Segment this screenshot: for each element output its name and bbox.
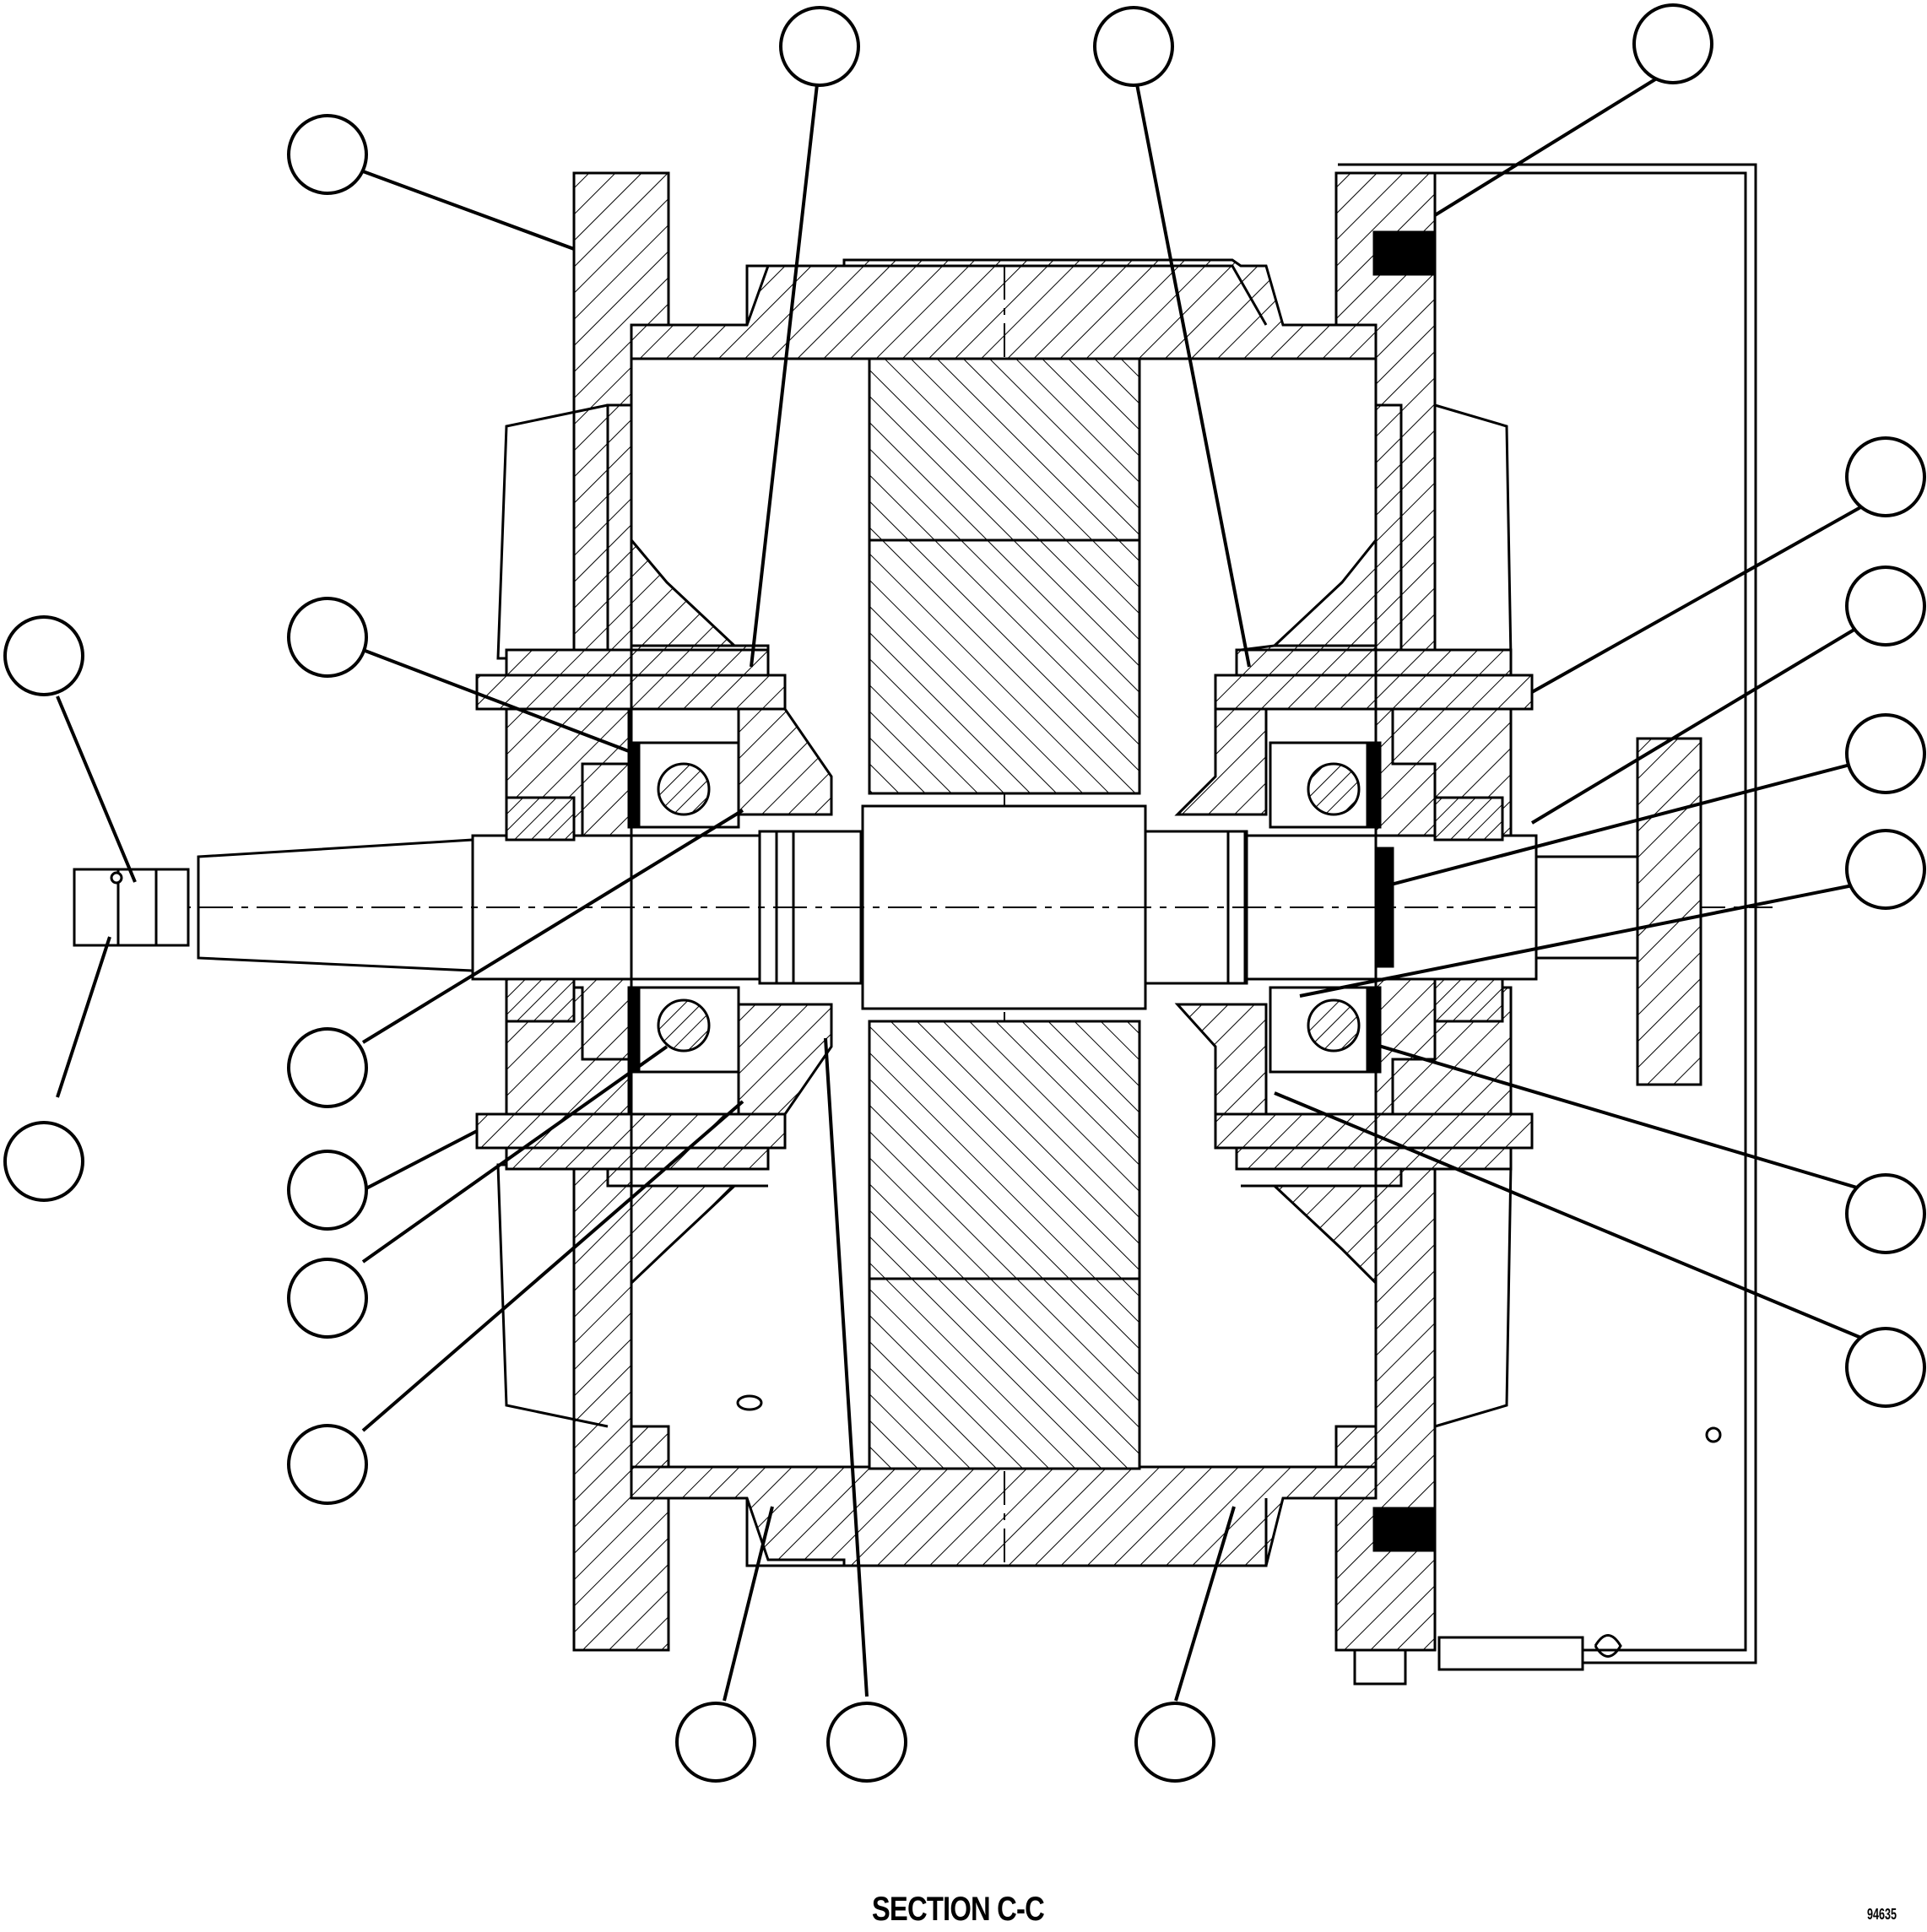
rotor-core-upper xyxy=(868,538,1141,795)
section-label: SECTION C-C xyxy=(871,1891,1045,1928)
callout-balloon xyxy=(779,6,860,87)
callout-balloon xyxy=(1845,829,1926,910)
shaft-taper xyxy=(197,838,474,972)
callout-balloon xyxy=(1632,3,1713,84)
callout-balloon xyxy=(1134,1702,1215,1783)
callout-balloon xyxy=(287,1258,368,1339)
callout-balloon xyxy=(287,114,368,195)
callout-balloon xyxy=(1845,1173,1926,1254)
callout-balloon xyxy=(826,1702,907,1783)
callout-balloon xyxy=(287,597,368,678)
shaft-nut xyxy=(73,868,190,947)
left-bearing-carrier-top xyxy=(737,707,833,816)
callout-balloon xyxy=(1093,6,1174,87)
callout-balloon xyxy=(1845,566,1926,647)
drawing-number: 94635 xyxy=(1866,1906,1897,1923)
callout-balloon xyxy=(3,1121,84,1202)
callout-balloon xyxy=(675,1702,756,1783)
fan-hub xyxy=(1636,737,1702,1086)
callout-balloon xyxy=(287,1027,368,1108)
rotor-core-top xyxy=(868,357,1141,542)
callout-balloon xyxy=(3,615,84,696)
rotor-core-lower xyxy=(868,1020,1141,1280)
callout-balloon xyxy=(1845,1327,1926,1408)
callout-balloon xyxy=(287,1424,368,1505)
rotor-core-bottom xyxy=(868,1277,1141,1470)
callout-balloon xyxy=(1845,436,1926,517)
callout-balloon xyxy=(1845,713,1926,794)
right-cover xyxy=(1338,163,1757,1664)
callout-balloon xyxy=(287,1150,368,1231)
